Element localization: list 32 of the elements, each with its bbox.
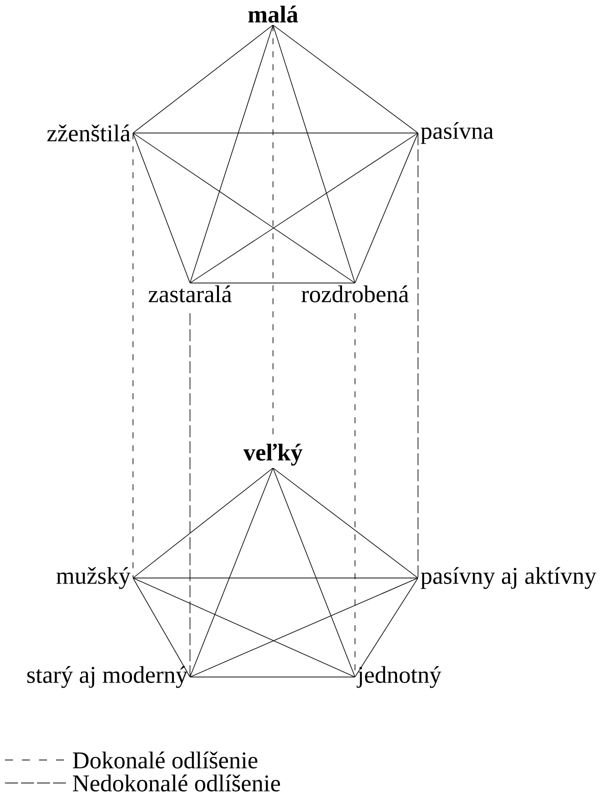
vertex-label: zastaralá [148,285,232,302]
line [354,578,418,678]
vertex-label: pasívna [420,122,494,144]
line [132,132,190,284]
line [132,578,190,678]
line [132,132,418,134]
line [190,468,274,678]
vertex-label: zženštilá [47,124,130,142]
line [190,24,274,284]
line [190,676,356,678]
line [190,578,418,678]
vertex-label: rozdrobená [302,285,409,302]
line [132,578,356,678]
line [272,468,418,578]
legend-text: Dokonalé odlíšenie [72,752,258,768]
line [272,24,418,134]
line [272,468,356,678]
legend-text: Nedokonalé odlíšenie [72,774,280,792]
dashed-line [132,132,134,578]
vertex-label: mužský [56,567,130,589]
line [272,24,356,284]
line [132,24,274,134]
vertex-label: pasívny aj aktívny [420,567,596,589]
line [190,282,356,284]
vertex-label: malá [248,6,298,23]
vertex-label: veľký [243,444,302,466]
line [132,132,356,284]
line [190,132,418,284]
vertex-label: starý aj moderný [27,666,188,688]
line [132,468,274,578]
vertex-label: jednotný [356,666,442,688]
line [354,132,418,284]
